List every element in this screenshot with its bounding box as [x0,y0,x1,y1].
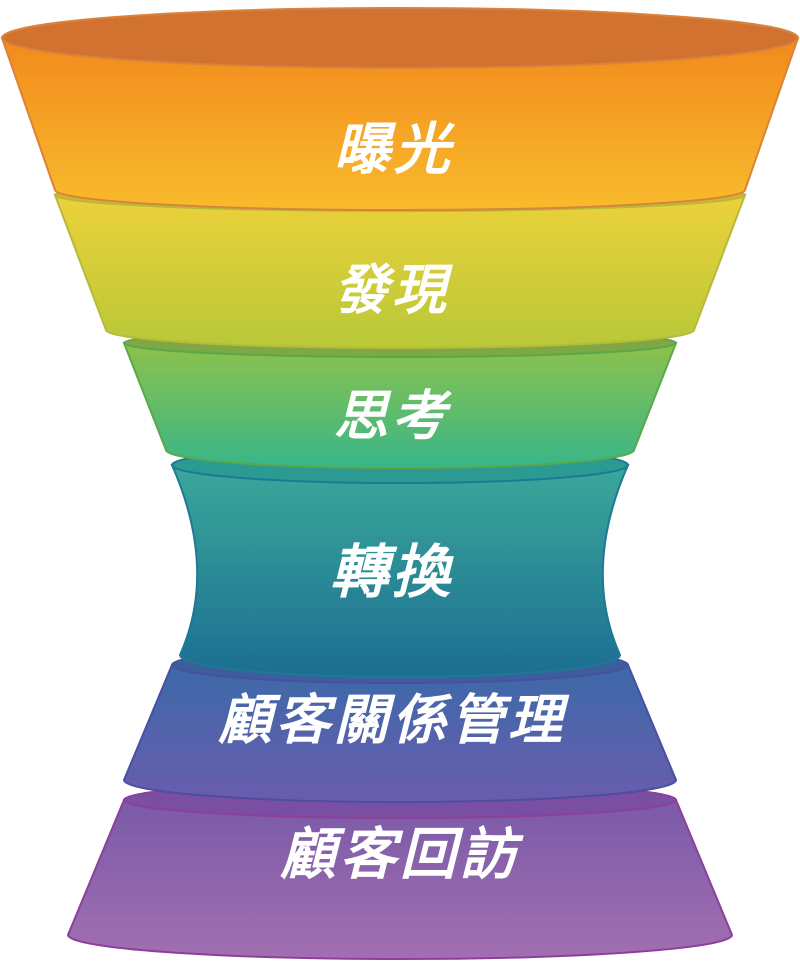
funnel-stage-6-label: 顧客回訪 [280,823,524,888]
funnel-stage-6: 顧客回訪 [66,781,734,960]
funnel-stage-2-body [53,194,747,349]
funnel-stage-1-label: 曝光 [334,118,456,183]
funnel-stage-1: 曝光 [0,7,800,211]
funnel-stage-3-body [122,342,678,469]
funnel-stage-2-label: 發現 [334,259,453,322]
funnel-stage-6-body [66,799,734,960]
funnel-stage-5-body [122,664,678,803]
funnel-stage-4: 轉換 [170,446,630,678]
funnel-stage-3-label: 思考 [334,385,452,448]
funnel-stage-1-body [0,37,800,211]
funnel-stage-1-rim [1,7,799,69]
funnel-stage-5-label: 顧客關係管理 [218,689,570,752]
funnel-stage-4-label: 轉換 [330,538,454,606]
funnel-stage-4-body [170,464,630,678]
funnel-stage-3: 思考 [122,328,678,469]
